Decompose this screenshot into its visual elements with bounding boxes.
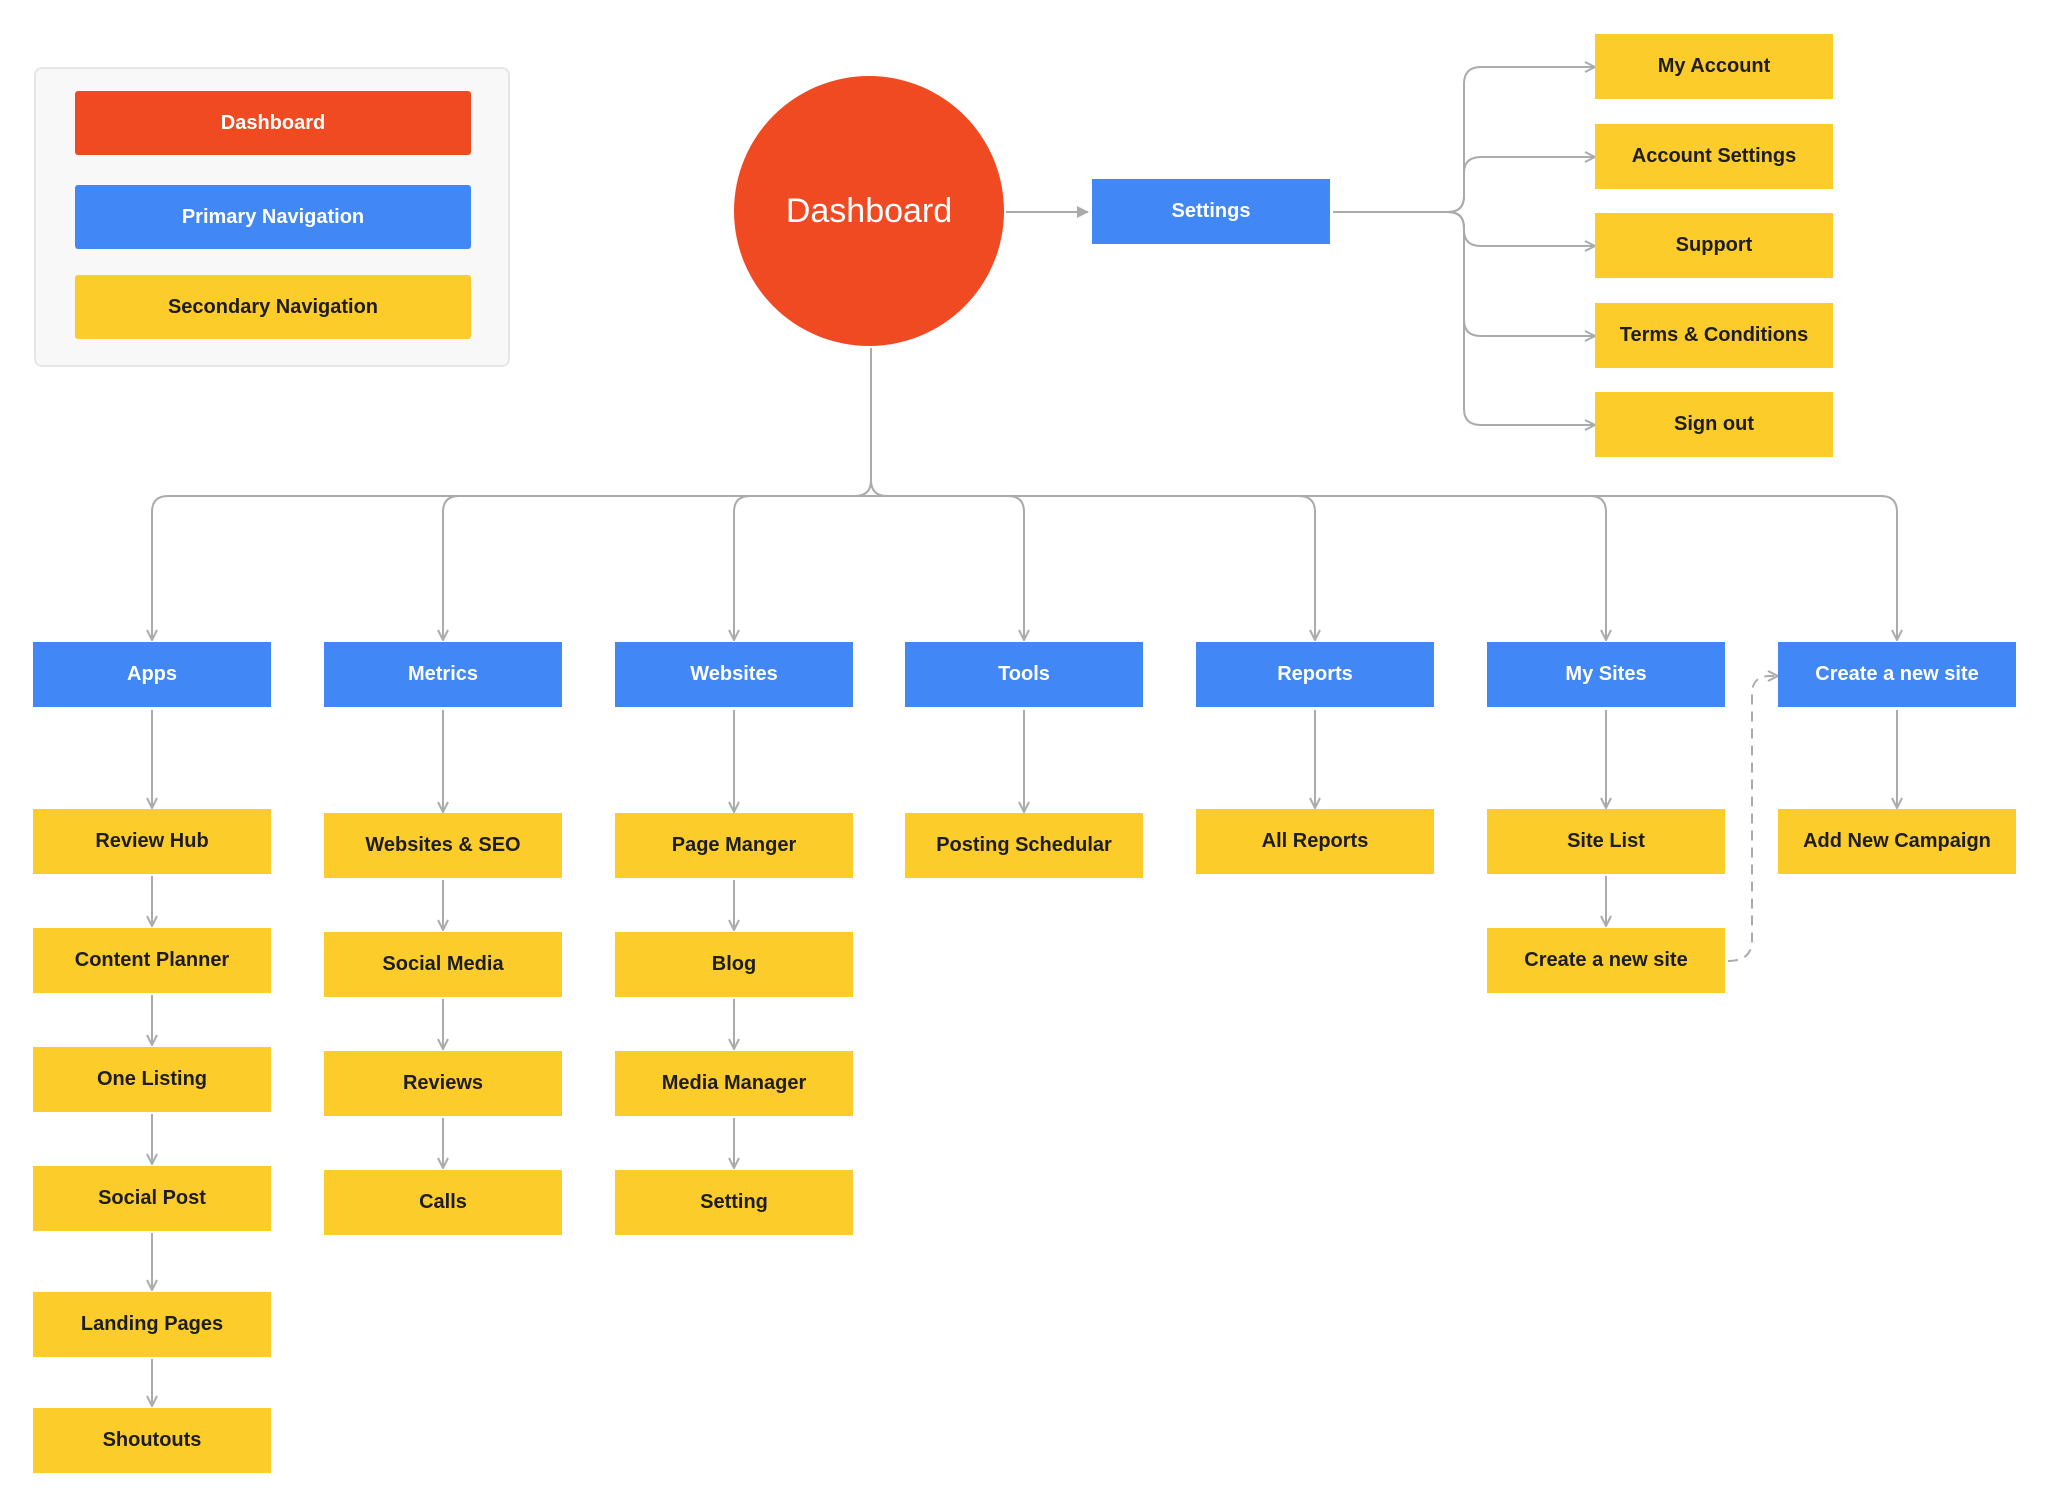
settings-child-terms-conditions[interactable]: Terms & Conditions <box>1595 303 1833 368</box>
drop-tools <box>1007 495 1024 640</box>
websites-child-blog[interactable]: Blog <box>615 932 853 997</box>
settings-branch-sign-out <box>1447 211 1595 425</box>
drop-reports <box>1298 495 1315 640</box>
metrics-child-social-media[interactable]: Social Media <box>324 932 562 997</box>
legend-dashboard: Dashboard <box>75 91 471 155</box>
primary-node-create-a-new-site[interactable]: Create a new site <box>1778 642 2016 707</box>
websites-child-page-manger[interactable]: Page Manger <box>615 813 853 878</box>
settings-child-support[interactable]: Support <box>1595 213 1833 278</box>
settings-branch-support <box>1447 211 1595 246</box>
metrics-child-websites-seo[interactable]: Websites & SEO <box>324 813 562 878</box>
drop-websites <box>734 495 751 640</box>
primary-node-tools[interactable]: Tools <box>905 642 1143 707</box>
settings-node[interactable]: Settings <box>1092 179 1330 244</box>
legend-panel: Dashboard Primary Navigation Secondary N… <box>34 67 510 367</box>
settings-child-my-account[interactable]: My Account <box>1595 34 1833 99</box>
primary-node-websites[interactable]: Websites <box>615 642 853 707</box>
drop-create-site <box>1880 495 1897 640</box>
drop-apps <box>152 495 169 640</box>
bus-right-join <box>870 479 888 497</box>
settings-branch-terms <box>1447 211 1595 336</box>
my-sites-child-site-list[interactable]: Site List <box>1487 809 1725 874</box>
apps-child-review-hub[interactable]: Review Hub <box>33 809 271 874</box>
settings-child-account-settings[interactable]: Account Settings <box>1595 124 1833 189</box>
drop-my-sites <box>1589 495 1606 640</box>
reports-child-all-reports[interactable]: All Reports <box>1196 809 1434 874</box>
primary-node-my-sites[interactable]: My Sites <box>1487 642 1725 707</box>
websites-child-media-manager[interactable]: Media Manager <box>615 1051 853 1116</box>
apps-child-shoutouts[interactable]: Shoutouts <box>33 1408 271 1473</box>
settings-branch-account-settings <box>1447 157 1595 213</box>
tools-child-posting-schedular[interactable]: Posting Schedular <box>905 813 1143 878</box>
dashed-loop <box>1727 676 1778 962</box>
apps-child-social-post[interactable]: Social Post <box>33 1166 271 1231</box>
bus-left-join <box>854 479 872 497</box>
primary-node-reports[interactable]: Reports <box>1196 642 1434 707</box>
apps-child-landing-pages[interactable]: Landing Pages <box>33 1292 271 1357</box>
dashboard-node[interactable]: Dashboard <box>734 76 1004 346</box>
my-sites-child-create-a-new-site[interactable]: Create a new site <box>1487 928 1725 993</box>
apps-child-content-planner[interactable]: Content Planner <box>33 928 271 993</box>
legend-secondary-navigation: Secondary Navigation <box>75 275 471 339</box>
legend-primary-navigation: Primary Navigation <box>75 185 471 249</box>
apps-child-one-listing[interactable]: One Listing <box>33 1047 271 1112</box>
settings-child-sign-out[interactable]: Sign out <box>1595 392 1833 457</box>
metrics-child-reviews[interactable]: Reviews <box>324 1051 562 1116</box>
drop-metrics <box>443 495 460 640</box>
primary-node-metrics[interactable]: Metrics <box>324 642 562 707</box>
metrics-child-calls[interactable]: Calls <box>324 1170 562 1235</box>
websites-child-setting[interactable]: Setting <box>615 1170 853 1235</box>
primary-node-apps[interactable]: Apps <box>33 642 271 707</box>
settings-branch-my-account <box>1447 67 1595 213</box>
create-site-child-add-new-campaign[interactable]: Add New Campaign <box>1778 809 2016 874</box>
